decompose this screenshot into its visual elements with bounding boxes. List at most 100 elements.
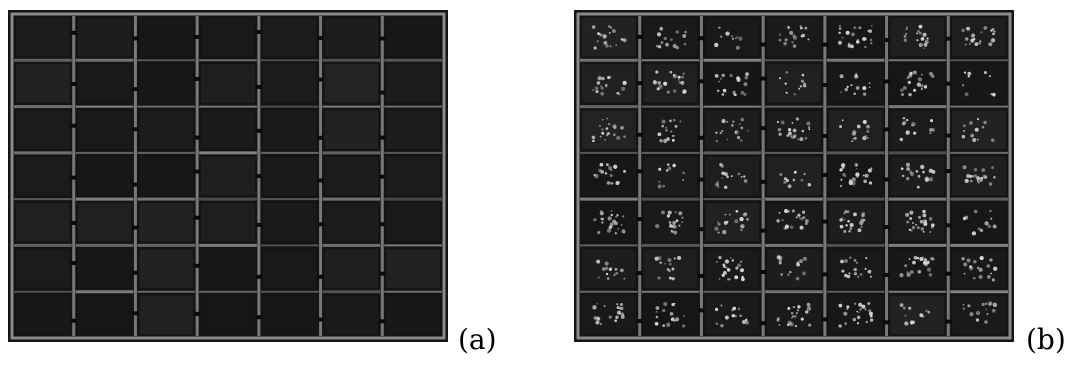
grid-notch xyxy=(194,135,201,140)
grid-cell xyxy=(201,110,255,149)
grid-notch xyxy=(821,172,828,177)
grid-cell xyxy=(16,64,70,103)
grid-notch xyxy=(821,317,828,322)
grid-notch xyxy=(821,133,828,138)
grid-notch xyxy=(194,169,201,174)
grid-cell xyxy=(139,156,194,196)
grid-cell xyxy=(890,249,945,288)
grid-notch xyxy=(70,261,77,266)
grid-cell xyxy=(262,110,317,149)
grid-cell xyxy=(952,203,1006,242)
grid-cell xyxy=(386,18,440,57)
grid-notch xyxy=(379,319,386,324)
grid-cell xyxy=(828,156,883,196)
grid-notch xyxy=(636,34,643,39)
grid-cell xyxy=(324,156,379,196)
grid-cell xyxy=(890,64,945,103)
grid-cell xyxy=(77,110,132,149)
grid-cell xyxy=(705,64,760,103)
grid-cell xyxy=(705,18,760,57)
grid-cell xyxy=(16,203,70,242)
grid-cell xyxy=(16,110,70,149)
grid-cell xyxy=(386,249,440,288)
grid-cell xyxy=(828,295,883,334)
grid-cell xyxy=(77,64,132,103)
grid-cell xyxy=(201,64,255,103)
grid-notch xyxy=(70,220,77,225)
grid-cell xyxy=(643,295,698,334)
grid-notch xyxy=(70,318,77,323)
grid-notch xyxy=(317,135,324,140)
grid-cell xyxy=(77,249,132,288)
grid-notch xyxy=(698,273,705,278)
grid-notch xyxy=(883,272,890,277)
grid-cell xyxy=(139,249,194,288)
grid-cell xyxy=(952,18,1006,57)
grid-cell xyxy=(767,249,821,288)
grid-cell xyxy=(767,203,821,242)
grid-notch xyxy=(255,84,262,89)
grid-cell xyxy=(16,18,70,57)
grid-notch xyxy=(132,36,139,41)
grid-cell xyxy=(262,156,317,196)
grid-notch xyxy=(194,311,201,316)
grid-cell xyxy=(767,295,821,334)
grid-cell xyxy=(828,249,883,288)
grid-cell xyxy=(324,249,379,288)
grid-cell xyxy=(952,249,1006,288)
grid-cell xyxy=(643,156,698,196)
grid-notch xyxy=(70,123,77,128)
grid-notch xyxy=(760,126,767,131)
grid-cell xyxy=(643,110,698,149)
grid-cell xyxy=(890,110,945,149)
grid-notch xyxy=(698,227,705,232)
grid-notch xyxy=(255,174,262,179)
grid-cell xyxy=(262,18,317,57)
grid-notch xyxy=(636,81,643,86)
grid-notch xyxy=(194,215,201,220)
grid-cell xyxy=(324,203,379,242)
grid-notch xyxy=(317,274,324,279)
grid-cell xyxy=(139,295,194,334)
grid-cell xyxy=(952,156,1006,196)
grid-cell xyxy=(952,110,1006,149)
grid-cell xyxy=(262,203,317,242)
grid-notch xyxy=(760,42,767,47)
grid-notch xyxy=(883,79,890,84)
panel-b-grid-image xyxy=(574,10,1014,342)
grid-notch xyxy=(317,178,324,183)
grid-notch xyxy=(883,225,890,230)
grid-notch xyxy=(317,77,324,82)
grid-cell xyxy=(16,295,70,334)
grid-cell xyxy=(386,110,440,149)
grid-cell xyxy=(828,18,883,57)
grid-notch xyxy=(379,36,386,41)
grid-notch xyxy=(255,274,262,279)
grid-cell xyxy=(386,203,440,242)
grid-cell xyxy=(828,110,883,149)
grid-notch xyxy=(883,320,890,325)
grid-frame xyxy=(10,12,446,340)
grid-cell xyxy=(262,64,317,103)
grid-notch xyxy=(698,177,705,182)
grid-cell xyxy=(643,203,698,242)
grid-cell xyxy=(890,203,945,242)
grid-notch xyxy=(132,127,139,132)
grid-cell xyxy=(16,249,70,288)
grid-notch xyxy=(636,319,643,324)
grid-notch xyxy=(379,135,386,140)
grid-cell xyxy=(705,110,760,149)
grid-cell xyxy=(582,110,636,149)
grid-notch xyxy=(760,76,767,81)
grid-cell xyxy=(386,64,440,103)
grid-notch xyxy=(821,83,828,88)
grid-notch xyxy=(379,222,386,227)
grid-cell xyxy=(582,203,636,242)
grid-notch xyxy=(883,38,890,43)
grid-notch xyxy=(132,311,139,316)
grid-cell xyxy=(386,295,440,334)
grid-notch xyxy=(698,36,705,41)
grid-cell xyxy=(767,110,821,149)
grid-cell xyxy=(952,64,1006,103)
grid-notch xyxy=(760,228,767,233)
